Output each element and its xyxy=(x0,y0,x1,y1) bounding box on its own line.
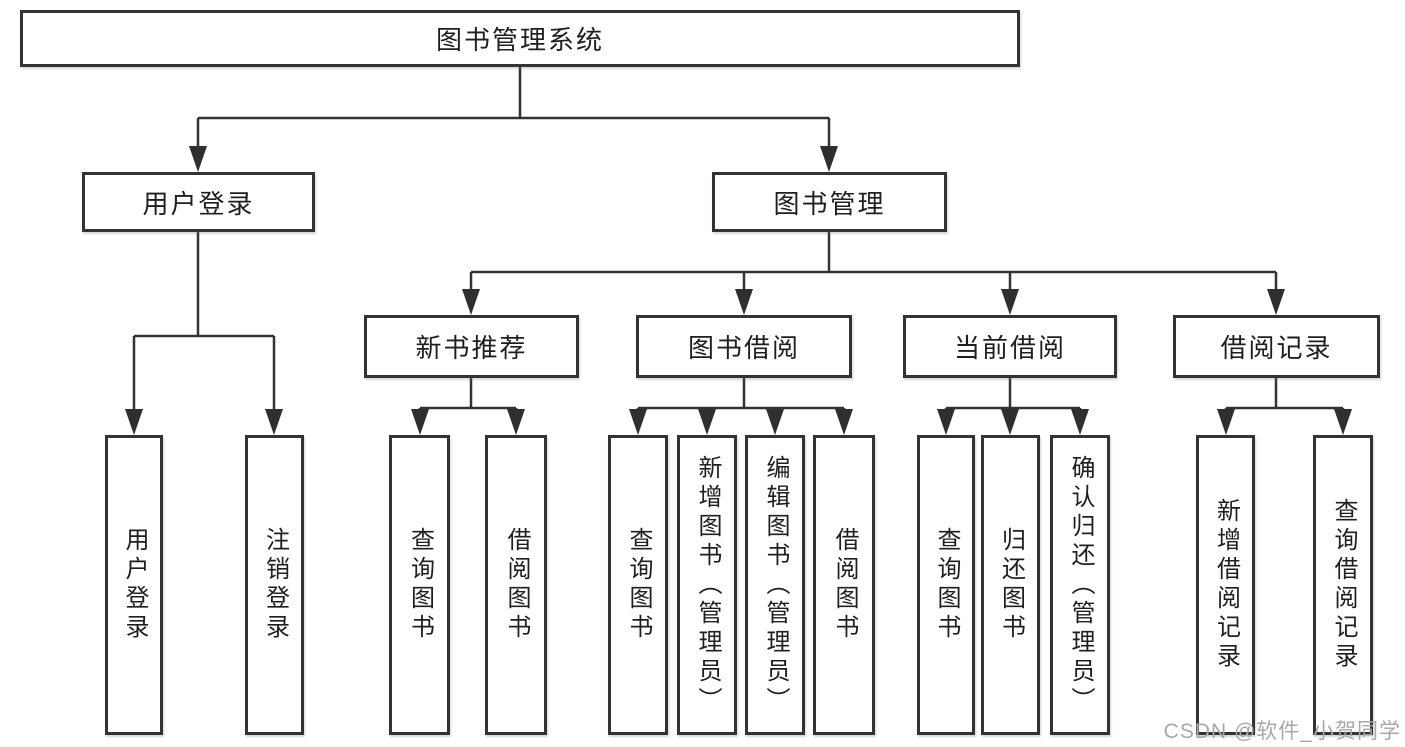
leaf-current-query-books-label: 查询图书 xyxy=(933,527,960,643)
leaf-query-borrow-record-label: 查询借阅记录 xyxy=(1330,498,1357,672)
node-book-borrow: 图书借阅 xyxy=(636,315,852,378)
node-current-borrow: 当前借阅 xyxy=(903,315,1117,378)
leaf-borrow-books: 借阅图书 xyxy=(813,435,875,735)
node-root-label: 图书管理系统 xyxy=(435,25,604,55)
leaf-recommend-query-books-label: 查询图书 xyxy=(406,527,434,643)
leaf-add-borrow-record-label: 新增借阅记录 xyxy=(1212,498,1240,672)
leaf-logout-label: 注销登录 xyxy=(261,527,289,643)
leaf-borrow-query-books-label: 查询图书 xyxy=(625,527,652,643)
leaf-borrow-books-label: 借阅图书 xyxy=(831,527,858,643)
leaf-recommend-query-books: 查询图书 xyxy=(389,435,450,735)
node-user-login: 用户登录 xyxy=(82,172,315,232)
node-borrow-records-label: 借阅记录 xyxy=(1220,333,1333,363)
node-current-borrow-label: 当前借阅 xyxy=(953,333,1066,363)
node-new-book-recommend-label: 新书推荐 xyxy=(415,333,528,363)
leaf-current-query-books: 查询图书 xyxy=(917,435,975,735)
leaf-return-books-label: 归还图书 xyxy=(997,527,1025,643)
leaf-edit-books-admin: 编辑图书（管理员） xyxy=(745,435,805,735)
leaf-user-login: 用户登录 xyxy=(105,435,163,735)
leaf-recommend-borrow-books: 借阅图书 xyxy=(485,435,547,735)
node-user-login-label: 用户登录 xyxy=(142,188,255,219)
node-new-book-recommend: 新书推荐 xyxy=(364,315,579,378)
leaf-add-books-admin: 新增图书（管理员） xyxy=(677,435,737,735)
node-book-borrow-label: 图书借阅 xyxy=(687,333,800,363)
node-borrow-records: 借阅记录 xyxy=(1173,315,1380,378)
leaf-return-books: 归还图书 xyxy=(981,435,1040,735)
leaf-confirm-return-admin: 确认归还（管理员） xyxy=(1050,435,1110,735)
leaf-confirm-return-admin-label: 确认归还（管理员） xyxy=(1067,454,1094,716)
leaf-recommend-borrow-books-label: 借阅图书 xyxy=(503,527,530,643)
leaf-add-books-admin-label: 新增图书（管理员） xyxy=(694,454,721,716)
leaf-logout: 注销登录 xyxy=(245,435,304,735)
leaf-edit-books-admin-label: 编辑图书（管理员） xyxy=(762,454,789,716)
leaf-user-login-label: 用户登录 xyxy=(121,527,148,643)
node-root-system: 图书管理系统 xyxy=(20,10,1020,67)
leaf-borrow-query-books: 查询图书 xyxy=(608,435,668,735)
leaf-query-borrow-record: 查询借阅记录 xyxy=(1313,435,1373,735)
csdn-watermark: CSDN @软件_小贺同学 xyxy=(1163,720,1401,743)
node-book-management-label: 图书管理 xyxy=(773,188,886,219)
node-book-management: 图书管理 xyxy=(712,172,947,232)
leaf-add-borrow-record: 新增借阅记录 xyxy=(1196,435,1255,735)
